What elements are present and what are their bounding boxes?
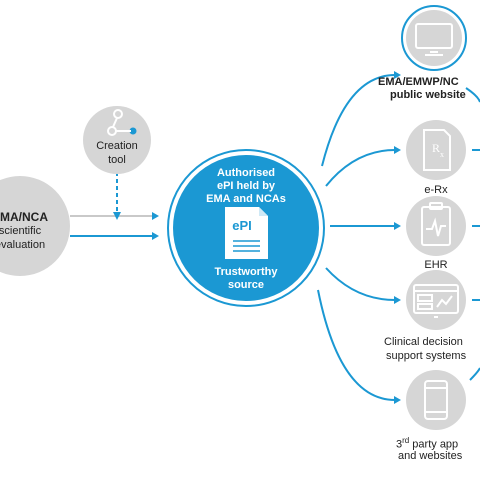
smartphone-icon [424,380,448,420]
monitor-icon [415,23,453,56]
arrowhead [152,212,159,220]
center-label-line2: ePI held by [216,180,276,192]
output-label-2: e-Rx [424,184,448,196]
output-label-1-line2: public website [390,89,466,101]
output-circle-1 [406,10,462,66]
center-label-line5: source [227,279,265,291]
center-label-line3: EMA and NCAs [206,193,286,205]
output-label-5-line2: and websites [398,450,463,462]
center-label-line4: Trustworthy [214,266,278,278]
branch-arrowheads [394,71,401,404]
output-circle-5 [406,370,466,430]
svg-text:R: R [432,141,440,155]
creation-tool-label-line2: tool [108,154,126,166]
dashboard-screen-icon [413,284,459,318]
epi-document-label: ePI [232,218,252,233]
prescription-icon: R x [423,129,451,171]
source-label-line1: EMA/NCA [0,210,48,224]
svg-text:x: x [440,150,444,159]
creation-tool-circle [83,106,151,174]
branch-arrows [317,74,396,401]
document-icon [225,207,268,259]
source-circle [0,176,70,276]
source-label-line2: scientific [0,225,42,237]
node-graph-icon [107,109,137,136]
arrowhead [113,212,121,220]
center-label-line1: Authorised [216,167,276,179]
output-label-4-line2: support systems [386,350,467,362]
output-label-3: EHR [424,259,448,271]
source-label-line3: evaluation [0,239,46,251]
output-label-1-line1: EMA/EMWP/NC [378,76,459,88]
arrowhead [152,232,159,240]
output-label-5-line1: 3rd party app [396,436,459,451]
creation-tool-label-line1: Creation [96,140,138,152]
output-label-4-line1: Clinical decision [384,336,463,348]
clipboard-pulse-icon [421,202,451,246]
